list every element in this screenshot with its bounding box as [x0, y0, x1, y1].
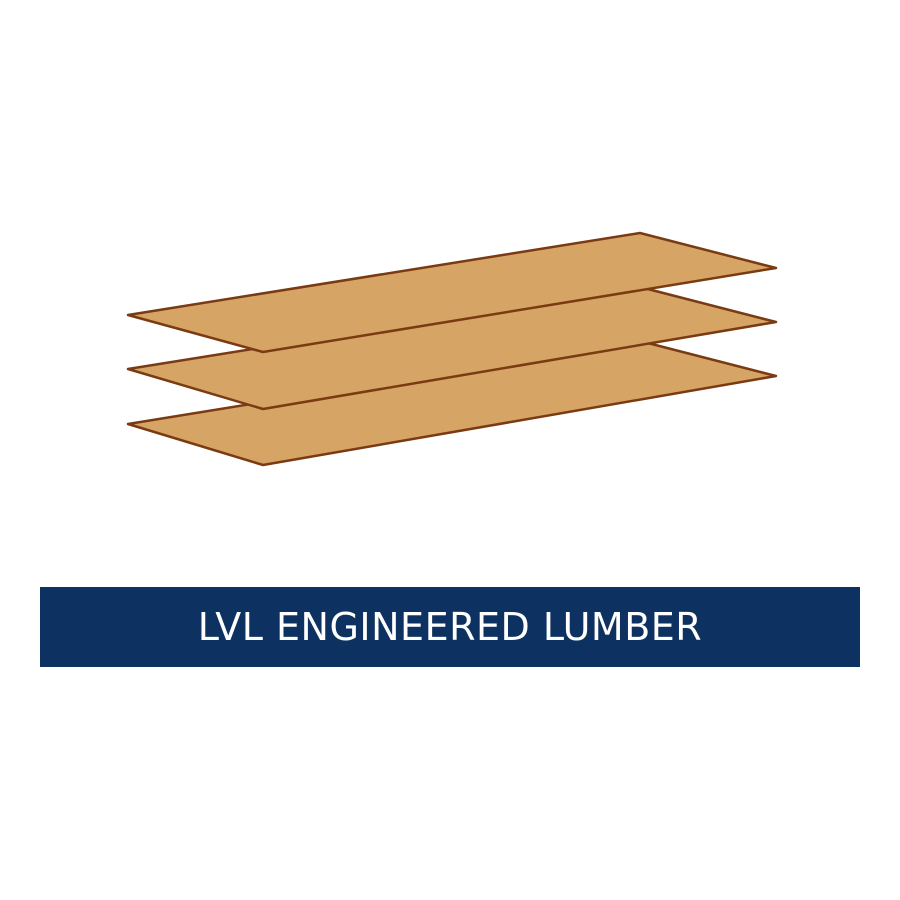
title-banner: LVL ENGINEERED LUMBER — [40, 587, 860, 667]
banner-title: LVL ENGINEERED LUMBER — [197, 605, 703, 649]
lvl-veneer-stack-icon — [126, 231, 778, 467]
veneer-layer-top — [126, 231, 778, 354]
